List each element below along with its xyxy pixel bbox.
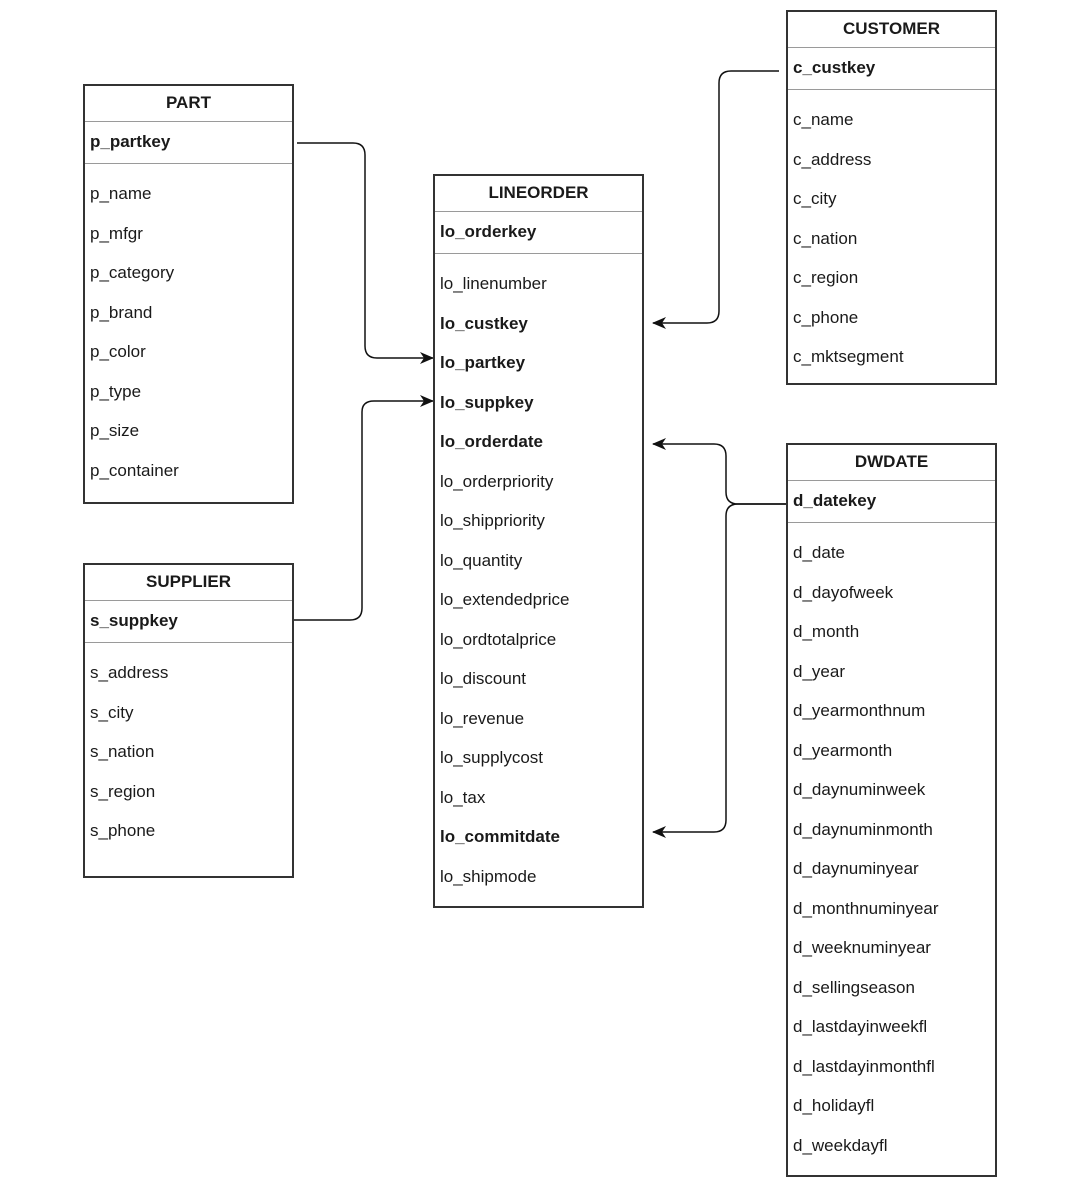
attribute: d_lastdayinmonthfl (793, 1056, 935, 1076)
attribute: d_date (793, 543, 845, 562)
attribute: c_address (793, 149, 872, 169)
entity-title: LINEORDER (435, 176, 642, 212)
attribute: d_sellingseason (793, 977, 915, 997)
connector-customer-lineorder (652, 70, 779, 329)
attribute-list: c_name c_address c_city c_nation c_regio… (788, 90, 995, 377)
primary-key: c_custkey (788, 48, 995, 90)
attribute: c_mktsegment (793, 347, 904, 366)
attribute: s_address (90, 663, 169, 682)
attribute: lo_supplycost (440, 748, 544, 767)
attribute: p_size (90, 421, 140, 440)
entity-supplier: SUPPLIER s_suppkey s_address s_city s_na… (83, 563, 294, 878)
foreign-key-attribute: lo_suppkey (440, 392, 534, 412)
connector-dwdate-lineorder-orderdate (652, 438, 786, 505)
primary-key: s_suppkey (85, 601, 292, 643)
connector-part-lineorder (297, 142, 434, 364)
attribute: d_yearmonthnum (793, 701, 926, 720)
primary-key: p_partkey (85, 122, 292, 164)
attribute: p_type (90, 381, 142, 401)
entity-lineorder: LINEORDER lo_orderkey lo_linenumber lo_c… (433, 174, 644, 908)
attribute: d_year (793, 661, 845, 681)
entity-dwdate: DWDATE d_datekey d_date d_dayofweek d_mo… (786, 443, 997, 1177)
attribute: s_phone (90, 821, 156, 840)
attribute: p_name (90, 184, 152, 203)
attribute-list: lo_linenumber lo_custkey lo_partkey lo_s… (435, 254, 642, 896)
attribute-list: d_date d_dayofweek d_month d_year d_year… (788, 523, 995, 1165)
attribute: s_nation (90, 742, 155, 761)
foreign-key-attribute: lo_commitdate (440, 827, 560, 846)
entity-title: SUPPLIER (85, 565, 292, 601)
attribute: d_lastdayinweekfl (793, 1017, 928, 1036)
attribute: lo_orderpriority (440, 471, 554, 491)
connector-dwdate-lineorder-commitdate (652, 503, 786, 838)
entity-customer: CUSTOMER c_custkey c_name c_address c_ci… (786, 10, 997, 385)
attribute: c_phone (793, 307, 859, 327)
attribute: lo_shippriority (440, 511, 545, 530)
attribute: lo_quantity (440, 550, 523, 570)
attribute: c_name (793, 110, 854, 129)
foreign-key-attribute: lo_orderdate (440, 432, 543, 451)
attribute: d_weeknuminyear (793, 938, 931, 957)
attribute: c_nation (793, 228, 858, 248)
attribute-list: s_address s_city s_nation s_region s_pho… (85, 643, 292, 851)
foreign-key-attribute: lo_custkey (440, 313, 528, 333)
attribute: c_region (793, 268, 859, 287)
entity-title: CUSTOMER (788, 12, 995, 48)
attribute: d_weekdayfl (793, 1135, 888, 1155)
attribute: d_month (793, 622, 860, 641)
entity-title: DWDATE (788, 445, 995, 481)
attribute-list: p_name p_mfgr p_category p_brand p_color… (85, 164, 292, 490)
attribute: s_city (90, 702, 134, 722)
attribute: p_category (90, 263, 175, 282)
attribute: p_brand (90, 302, 153, 322)
attribute: d_daynuminyear (793, 859, 919, 878)
attribute: d_daynuminmonth (793, 819, 933, 839)
primary-key: d_datekey (788, 481, 995, 523)
primary-key: lo_orderkey (435, 212, 642, 254)
attribute: d_dayofweek (793, 582, 894, 602)
connector-supplier-lineorder (294, 395, 434, 621)
attribute: lo_ordtotalprice (440, 629, 557, 649)
attribute: d_yearmonth (793, 740, 893, 760)
attribute: lo_shipmode (440, 866, 537, 886)
entity-title: PART (85, 86, 292, 122)
attribute: lo_revenue (440, 708, 525, 728)
attribute: d_daynuminweek (793, 780, 926, 799)
foreign-key-attribute: lo_partkey (440, 353, 526, 372)
attribute: s_region (90, 781, 156, 801)
attribute: c_city (793, 189, 837, 208)
attribute: d_holidayfl (793, 1096, 875, 1115)
attribute: p_container (90, 460, 179, 480)
attribute: p_color (90, 342, 146, 361)
entity-part: PART p_partkey p_name p_mfgr p_category … (83, 84, 294, 504)
attribute: p_mfgr (90, 223, 143, 243)
attribute: lo_tax (440, 787, 486, 807)
attribute: lo_discount (440, 669, 527, 688)
attribute: lo_extendedprice (440, 590, 570, 609)
attribute: lo_linenumber (440, 274, 547, 293)
attribute: d_monthnuminyear (793, 898, 939, 918)
